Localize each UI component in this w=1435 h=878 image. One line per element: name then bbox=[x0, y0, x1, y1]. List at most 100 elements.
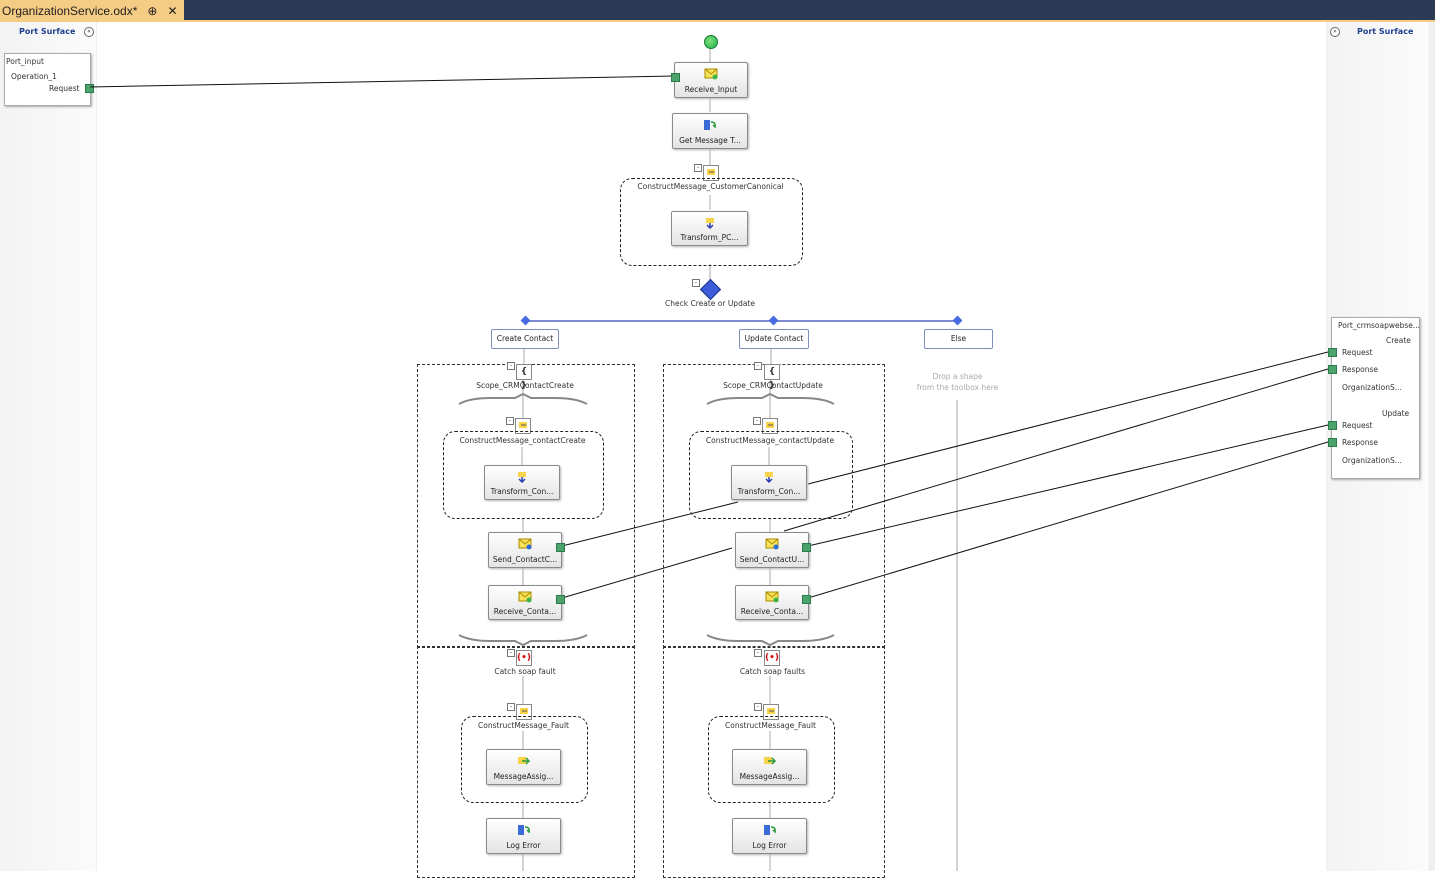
create-response-label: Response bbox=[1342, 365, 1379, 374]
shape-label: Send_ContactU... bbox=[739, 555, 805, 564]
receive-update-shape[interactable]: Receive_Conta... bbox=[735, 585, 809, 620]
collapse-icon[interactable]: - bbox=[754, 703, 762, 711]
pin-icon[interactable]: ⊕ bbox=[147, 4, 158, 18]
expression-icon bbox=[763, 825, 776, 835]
transform-con-create-shape[interactable]: Transform_Con... bbox=[484, 465, 560, 500]
shape-label: Receive_Input bbox=[684, 85, 738, 94]
message-assign-update-shape[interactable]: MessageAssig... bbox=[732, 749, 807, 785]
collapse-left-icon[interactable]: « bbox=[84, 27, 94, 37]
shape-label: MessageAssig... bbox=[739, 772, 800, 781]
receive-input-shape[interactable]: Receive_Input bbox=[674, 62, 748, 98]
collapse-icon[interactable]: - bbox=[694, 164, 702, 172]
transform-con-update-shape[interactable]: Transform_Con... bbox=[731, 465, 807, 500]
port-surface-title: Port Surface bbox=[19, 27, 76, 36]
message-assign-create-shape[interactable]: MessageAssig... bbox=[486, 749, 561, 785]
branch-update-contact[interactable]: Update Contact bbox=[739, 329, 809, 349]
port-name: Port_crmsoapwebse... bbox=[1338, 321, 1421, 330]
message-assign-icon bbox=[517, 757, 530, 765]
shape-label: Get Message T... bbox=[679, 136, 741, 145]
construct-icon bbox=[515, 418, 531, 434]
expression-icon bbox=[517, 825, 530, 835]
drop-hint: from the toolbox here bbox=[916, 383, 999, 392]
get-message-shape[interactable]: Get Message T... bbox=[672, 113, 748, 149]
shape-label: Receive_Conta... bbox=[740, 607, 804, 616]
start-circle-icon bbox=[704, 35, 718, 49]
transform-icon bbox=[518, 472, 526, 483]
collapse-icon[interactable]: - bbox=[507, 703, 515, 711]
transform-pc-shape[interactable]: Transform_PC... bbox=[671, 211, 748, 246]
update-request-connector[interactable] bbox=[1328, 421, 1337, 430]
construct-contact-create-container[interactable] bbox=[443, 431, 604, 519]
message-assign-icon bbox=[763, 757, 776, 765]
scope-icon: { } bbox=[516, 364, 532, 391]
close-icon[interactable]: ✕ bbox=[167, 4, 178, 18]
port-request-connector[interactable] bbox=[85, 84, 94, 93]
construct-canonical-container[interactable] bbox=[620, 178, 803, 266]
receive-create-port-connector[interactable] bbox=[556, 595, 565, 604]
send-create-shape[interactable]: Send_ContactC... bbox=[488, 532, 562, 568]
update-response-connector[interactable] bbox=[1328, 438, 1337, 447]
container-label: ConstructMessage_CustomerCanonical bbox=[637, 182, 784, 191]
transform-icon bbox=[765, 472, 773, 483]
create-response-connector[interactable] bbox=[1328, 365, 1337, 374]
shape-label: Transform_Con... bbox=[737, 487, 801, 496]
envelope-send-icon bbox=[765, 538, 779, 550]
construct-fault-update-container[interactable] bbox=[708, 716, 835, 803]
left-port-surface[interactable]: Port Surface « bbox=[0, 22, 97, 871]
collapse-icon[interactable]: - bbox=[754, 649, 762, 657]
decide-label: Check Create or Update bbox=[665, 299, 755, 308]
scope-icon: { } bbox=[764, 364, 780, 391]
collapse-icon[interactable]: - bbox=[506, 417, 514, 425]
request-label: Request bbox=[49, 84, 80, 93]
catch-icon: (•) bbox=[516, 650, 532, 666]
branch-create-contact[interactable]: Create Contact bbox=[491, 329, 559, 349]
receive-create-shape[interactable]: Receive_Conta... bbox=[488, 585, 562, 620]
receive-input-port-connector[interactable] bbox=[671, 73, 680, 82]
operation-name: Operation_1 bbox=[11, 72, 57, 81]
collapse-icon[interactable]: - bbox=[507, 362, 515, 370]
send-create-port-connector[interactable] bbox=[556, 543, 565, 552]
shape-label: Receive_Conta... bbox=[493, 607, 557, 616]
branch-else[interactable]: Else bbox=[924, 329, 993, 349]
create-request-connector[interactable] bbox=[1328, 348, 1337, 357]
catch-label: Catch soap fault bbox=[494, 667, 556, 676]
construct-icon bbox=[703, 165, 719, 181]
log-error-create-shape[interactable]: Log Error bbox=[486, 818, 561, 854]
send-update-port-connector[interactable] bbox=[802, 543, 811, 552]
operation-create: Create bbox=[1386, 336, 1411, 345]
envelope-receive-icon bbox=[704, 68, 718, 80]
receive-update-port-connector[interactable] bbox=[802, 595, 811, 604]
send-update-shape[interactable]: Send_ContactU... bbox=[735, 532, 809, 568]
shape-label: Log Error bbox=[752, 841, 787, 850]
collapse-icon[interactable]: - bbox=[692, 279, 700, 287]
document-tab[interactable]: OrganizationService.odx* ⊕ ✕ bbox=[0, 0, 184, 22]
construct-contact-update-container[interactable] bbox=[689, 431, 853, 519]
shape-label: Transform_PC... bbox=[680, 233, 739, 242]
shape-label: Transform_Con... bbox=[490, 487, 554, 496]
update-fault-label: OrganizationS... bbox=[1342, 456, 1402, 465]
port-name: Port_input bbox=[6, 57, 44, 66]
update-response-label: Response bbox=[1342, 438, 1379, 447]
collapse-icon[interactable]: - bbox=[754, 362, 762, 370]
container-label: ConstructMessage_contactUpdate bbox=[705, 436, 835, 445]
tab-title: OrganizationService.odx* bbox=[2, 4, 138, 18]
container-label: ConstructMessage_Fault bbox=[478, 721, 569, 730]
collapse-icon[interactable]: - bbox=[753, 417, 761, 425]
tab-accent-line bbox=[0, 20, 1435, 22]
document-tab-bar bbox=[0, 0, 1435, 22]
operation-update: Update bbox=[1382, 409, 1410, 418]
port-crm[interactable]: Port_crmsoapwebse... Create Request Resp… bbox=[1328, 317, 1421, 479]
create-request-label: Request bbox=[1342, 348, 1373, 357]
log-error-update-shape[interactable]: Log Error bbox=[732, 818, 807, 854]
create-fault-label: OrganizationS... bbox=[1342, 383, 1402, 392]
construct-icon bbox=[762, 418, 778, 434]
transform-icon bbox=[705, 218, 714, 229]
catch-label: Catch soap faults bbox=[739, 667, 806, 676]
collapse-icon[interactable]: - bbox=[507, 649, 515, 657]
update-request-label: Request bbox=[1342, 421, 1373, 430]
port-input[interactable]: Port_input Operation_1 Request bbox=[4, 53, 94, 106]
collapse-right-icon[interactable]: » bbox=[1330, 27, 1340, 37]
vertical-scrollbar[interactable] bbox=[1428, 22, 1435, 871]
construct-fault-create-container[interactable] bbox=[461, 716, 588, 803]
